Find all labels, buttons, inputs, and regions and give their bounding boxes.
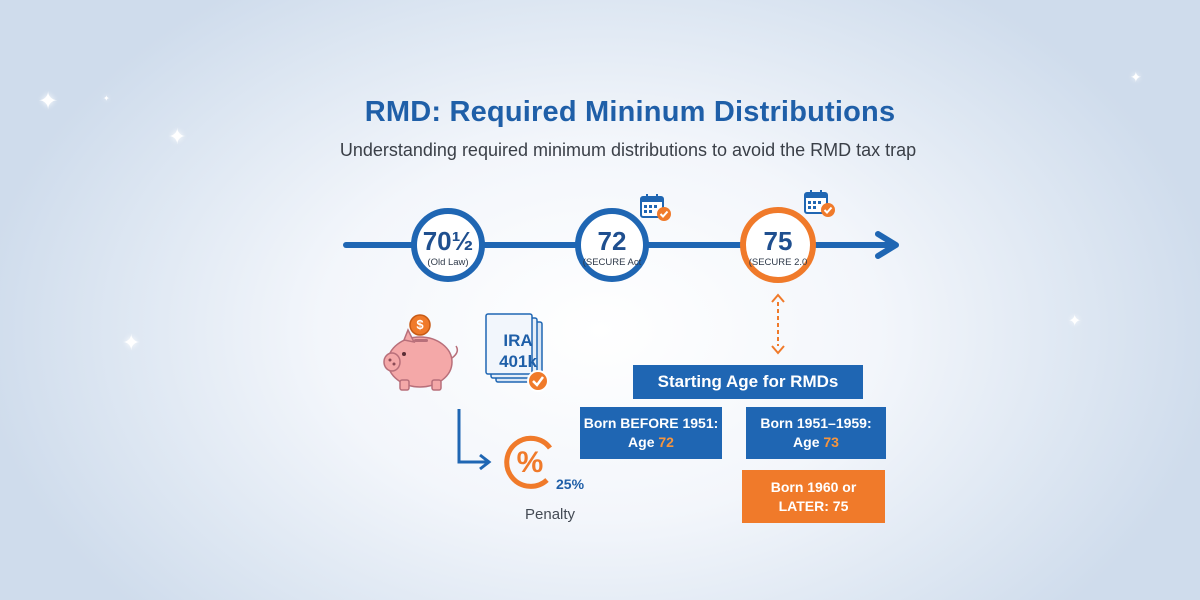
sparkle-icon: ✦ (1130, 69, 1142, 85)
node-sublabel: (SECURE 2.0 (748, 257, 808, 268)
node-age: 70½ (422, 226, 474, 256)
timeline-node-circle (575, 208, 649, 282)
401k-label: 401k (499, 352, 537, 371)
born-before-1951-box: Born BEFORE 1951: Age 72 (580, 407, 722, 459)
page-title: RMD: Required Mininum Distributions (364, 96, 896, 128)
timeline-node-old-law: 70½ (Old Law) (414, 226, 482, 268)
age-value: 72 (658, 434, 674, 450)
sparkle-icon: ✦ (122, 330, 141, 355)
dollar-sign: $ (416, 317, 424, 332)
starting-age-heading: Starting Age for RMDs (633, 365, 863, 399)
born-1951-1959-box: Born 1951–1959: Age 73 (746, 407, 886, 459)
sparkle-icon: ✦ (168, 124, 187, 149)
calendar-check-icon (640, 194, 671, 221)
starting-age-heading-text: Starting Age for RMDs (657, 372, 839, 391)
account-types-label: IRA 401k (494, 330, 542, 372)
calendar-check-icon (804, 190, 835, 217)
timeline-node-secure-act: 72 (SECURE Act (578, 226, 646, 268)
node-age: 75 (763, 226, 793, 256)
dollar-coin-icon (409, 314, 431, 336)
percent-icon (504, 435, 553, 489)
box-line: LATER: 75 (778, 497, 849, 514)
dashed-double-arrow (771, 293, 785, 355)
sparkle-icon: ✦ (103, 94, 110, 103)
penalty-percent: 25% (556, 476, 585, 492)
sparkle-icon: ✦ (1068, 313, 1082, 330)
age-prefix: Age (628, 434, 659, 450)
box-line: Age 72 (628, 433, 674, 452)
age-prefix: Age (793, 434, 824, 450)
timeline-node-circle (411, 208, 485, 282)
timeline-node-secure-2: 75 (SECURE 2.0 (744, 226, 812, 268)
born-1960-or-later-box: Born 1960 or LATER: 75 (742, 470, 885, 523)
node-age: 72 (597, 226, 627, 256)
page-subtitle: Understanding required minimum distribut… (339, 140, 917, 160)
box-line: Born 1960 or (770, 478, 857, 495)
percent-symbol: % (516, 446, 544, 479)
ira-label: IRA (503, 331, 533, 350)
piggy-bank-icon (383, 328, 459, 391)
sparkle-icon: ✦ (38, 88, 59, 115)
node-sublabel: (Old Law) (427, 257, 469, 268)
penalty-label: Penalty (525, 506, 576, 523)
box-line: Age 73 (793, 433, 839, 452)
node-sublabel: (SECURE Act (582, 257, 642, 268)
age-value: 73 (823, 434, 839, 450)
down-right-arrow-icon (457, 409, 492, 471)
box-line: Born 1951–1959: (760, 415, 872, 431)
box-line: Born BEFORE 1951: (583, 415, 719, 431)
timeline-node-circle (740, 207, 816, 283)
document-stack-icon (485, 313, 543, 383)
checkmark-badge-icon (527, 370, 549, 392)
